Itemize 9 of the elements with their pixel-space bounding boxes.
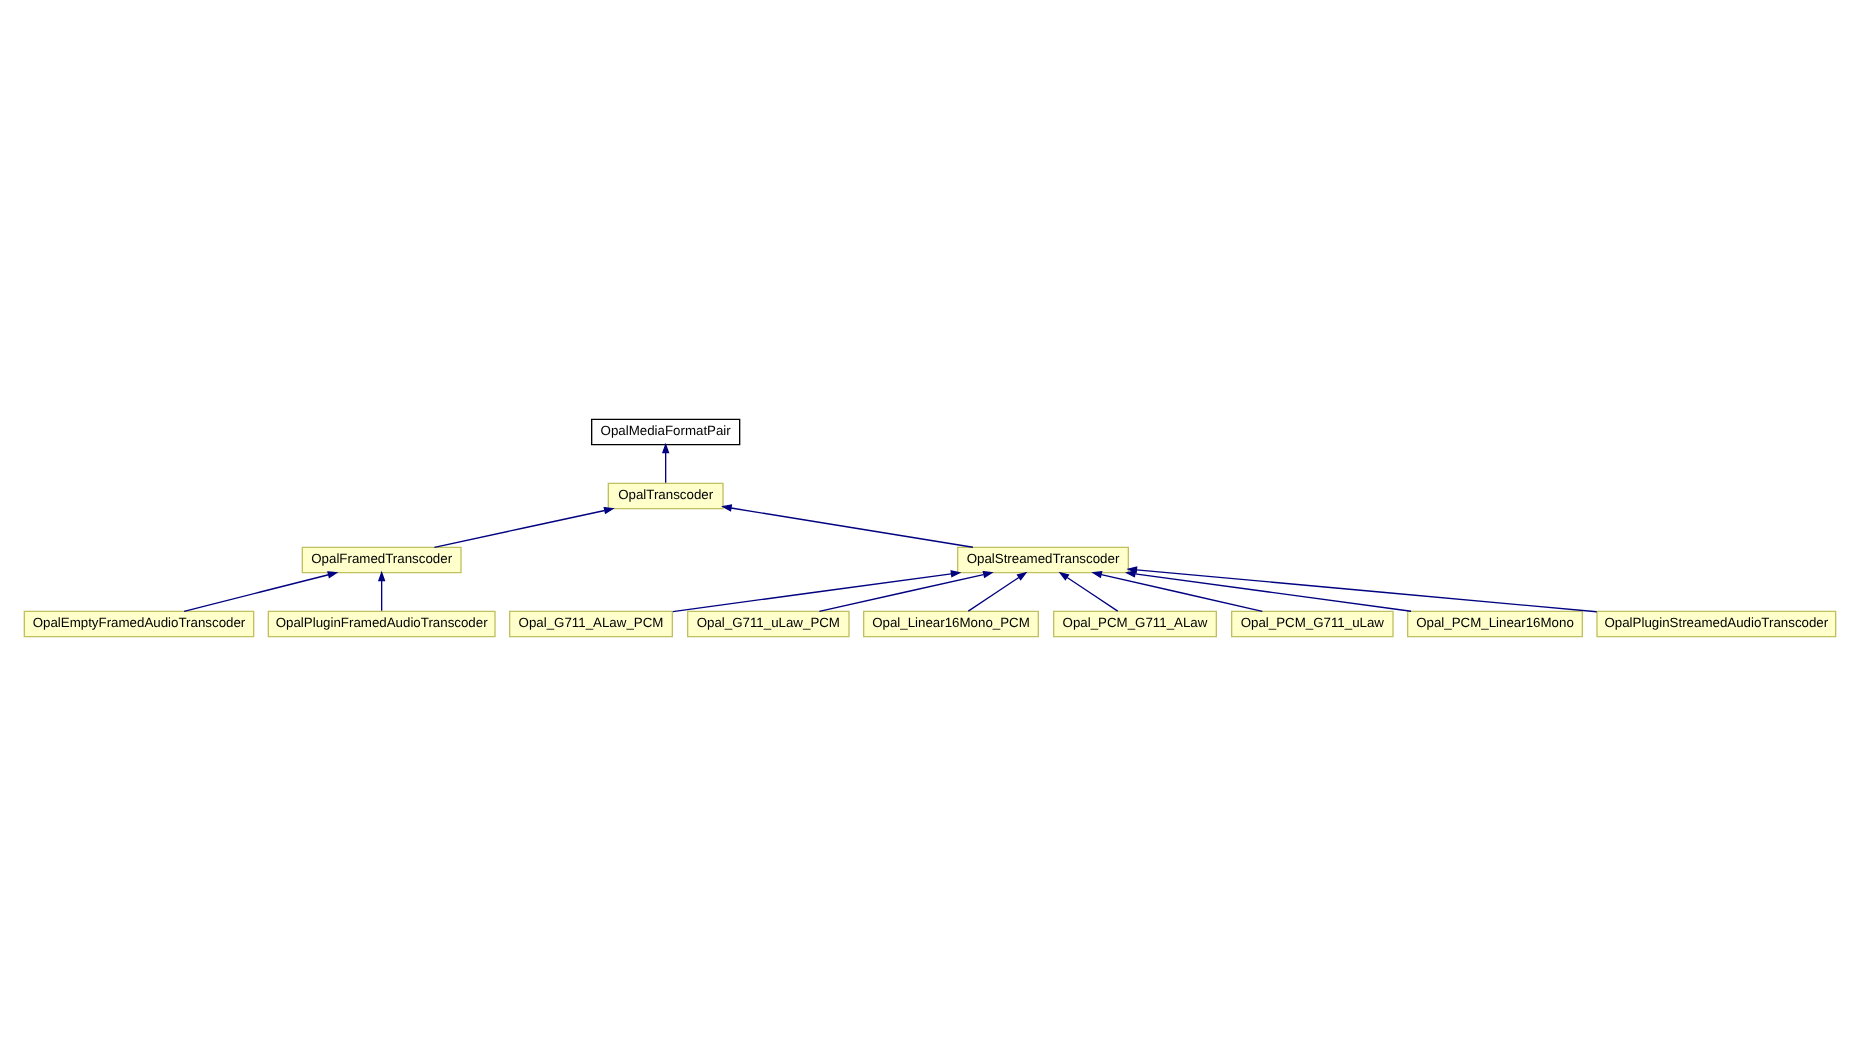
arrow bbox=[433, 506, 615, 548]
arrow bbox=[1058, 571, 1119, 612]
arrow bbox=[183, 571, 339, 612]
arrow bbox=[377, 570, 386, 612]
arrow bbox=[967, 571, 1028, 612]
arrow bbox=[818, 571, 994, 612]
arrow bbox=[661, 442, 670, 484]
arrow bbox=[672, 570, 962, 613]
arrow bbox=[721, 504, 974, 548]
